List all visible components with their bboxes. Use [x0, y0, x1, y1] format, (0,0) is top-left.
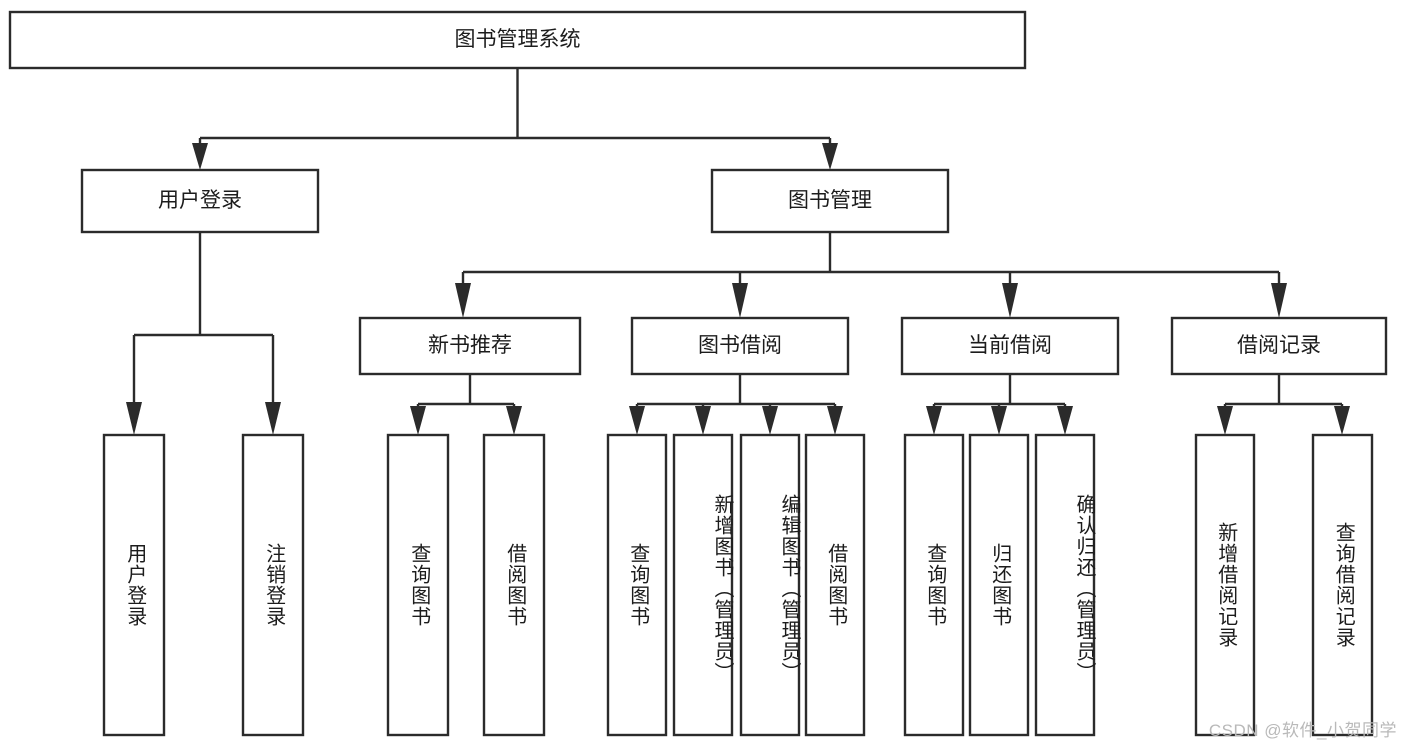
node-box-leaf-query-book-3[interactable] — [903, 433, 965, 737]
node-box-leaf-add-record[interactable] — [1194, 433, 1256, 737]
edge-group-book-manage — [455, 232, 1287, 318]
edge-group-book-borrow — [629, 374, 843, 435]
node-box-user-login[interactable] — [80, 168, 320, 234]
node-box-leaf-query-book-2[interactable] — [606, 433, 668, 737]
edge-group-root — [192, 68, 838, 170]
node-box-book-manage[interactable] — [710, 168, 950, 234]
node-box-new-book-rec[interactable] — [358, 316, 582, 376]
node-box-leaf-borrow-book-1[interactable] — [482, 433, 546, 737]
node-box-leaf-borrow-book-2[interactable] — [804, 433, 866, 737]
node-box-root[interactable] — [8, 10, 1027, 70]
edge-group-borrow-record — [1217, 374, 1350, 435]
node-box-borrow-record[interactable] — [1170, 316, 1388, 376]
node-box-leaf-edit-book[interactable] — [739, 433, 801, 737]
edge-group-new-book-rec — [410, 374, 522, 435]
node-box-leaf-logout[interactable] — [241, 433, 305, 737]
node-box-leaf-query-book-1[interactable] — [386, 433, 450, 737]
node-box-leaf-return-book[interactable] — [968, 433, 1030, 737]
node-box-book-borrow[interactable] — [630, 316, 850, 376]
node-box-leaf-add-book[interactable] — [672, 433, 734, 737]
csdn-watermark: CSDN @软件_小贺同学 — [1208, 721, 1397, 740]
node-box-leaf-query-record[interactable] — [1311, 433, 1374, 737]
node-box-leaf-user-login[interactable] — [102, 433, 166, 737]
node-box-current-borrow[interactable] — [900, 316, 1120, 376]
node-box-leaf-confirm-return[interactable] — [1034, 433, 1096, 737]
edge-group-current-borrow — [926, 374, 1073, 435]
edge-group-user-login — [126, 232, 281, 435]
